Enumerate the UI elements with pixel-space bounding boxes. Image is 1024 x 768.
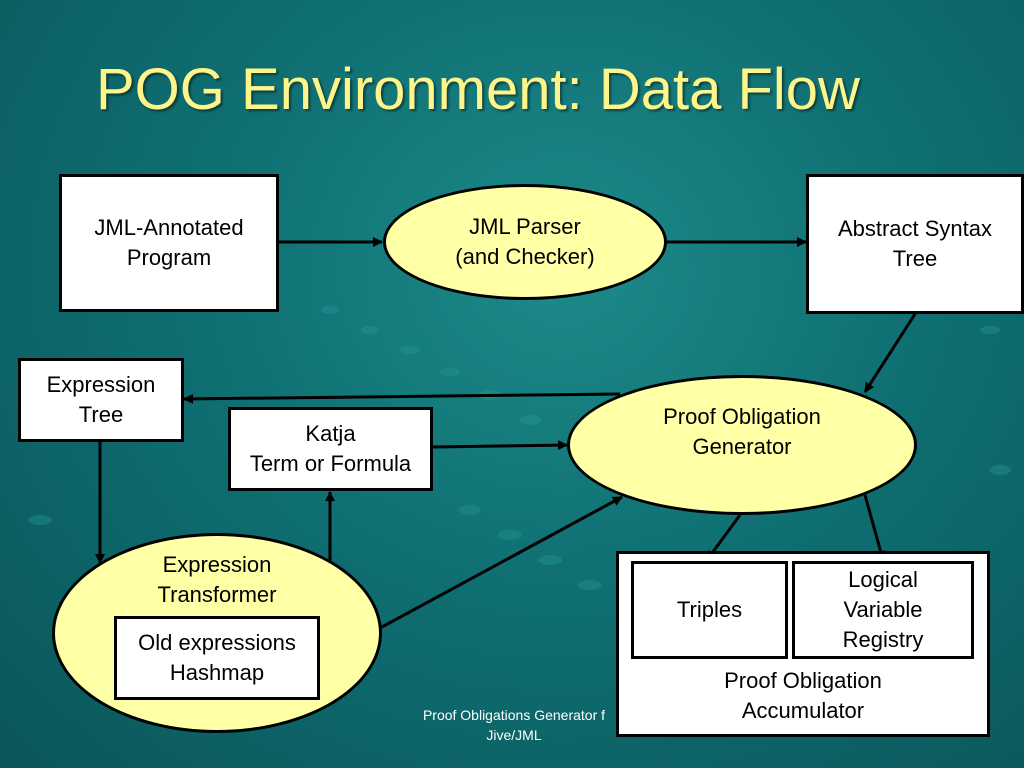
jml-annotated-program-box: JML-Annotated Program: [59, 174, 279, 312]
expression-tree-label: Expression Tree: [46, 372, 156, 427]
proof-obligation-generator-ellipse: Proof Obligation Generator: [567, 375, 917, 515]
proof-obligation-generator-label: Proof Obligation Generator: [663, 404, 821, 459]
triples-label: Triples: [676, 597, 743, 622]
expression-tree-box: Expression Tree: [18, 358, 184, 442]
abstract-syntax-tree-label: Abstract Syntax Tree: [837, 216, 993, 271]
arrow-ast-to-pog: [863, 313, 917, 393]
logical-variable-registry-box: Logical Variable Registry: [792, 561, 974, 659]
katja-term-label: Katja Term or Formula: [249, 421, 412, 476]
jml-parser-ellipse: JML Parser (and Checker): [383, 184, 667, 300]
old-expressions-hashmap-box: Old expressions Hashmap: [114, 616, 320, 700]
arrow-pog-to-expression-tree: [183, 392, 621, 404]
jml-parser-label: JML Parser (and Checker): [455, 214, 595, 269]
slide-footer: Proof Obligations Generator f Jive/JML: [422, 707, 606, 743]
arrow-pog-to-registry: [863, 494, 886, 561]
katja-term-box: Katja Term or Formula: [228, 407, 433, 491]
triples-box: Triples: [631, 561, 788, 659]
page-title: POG Environment: Data Flow: [96, 57, 860, 122]
proof-obligation-accumulator-label: Proof Obligation Accumulator: [724, 668, 882, 723]
jml-annotated-program-label: JML-Annotated Program: [94, 215, 244, 270]
logical-variable-registry-label: Logical Variable Registry: [842, 567, 924, 652]
abstract-syntax-tree-box: Abstract Syntax Tree: [806, 174, 1024, 314]
old-expressions-hashmap-label: Old expressions Hashmap: [138, 630, 296, 685]
expression-transformer-label: Expression Transformer: [157, 552, 277, 607]
arrow-katja-to-pog: [432, 440, 568, 451]
